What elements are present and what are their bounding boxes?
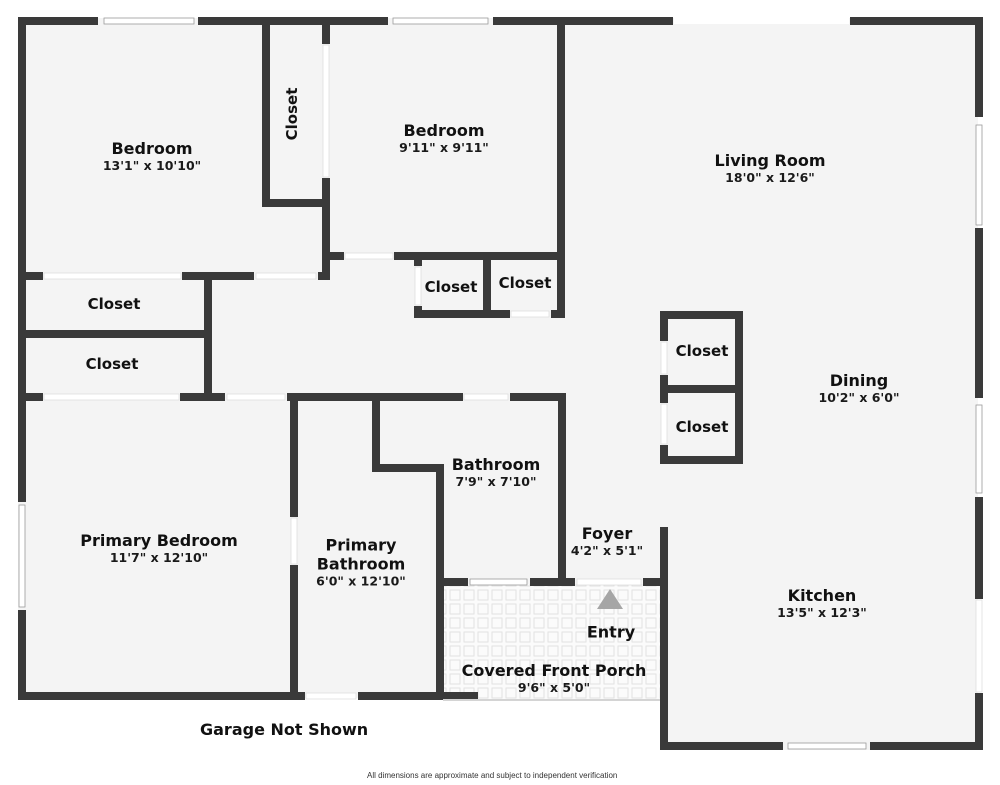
walls	[18, 17, 983, 750]
closet-bedroom-1: Closet	[283, 88, 301, 141]
closet-name: Closet	[283, 87, 301, 141]
entry-name: Entry	[586, 622, 636, 642]
room-name: Kitchen	[787, 585, 857, 605]
room-bedroom-2: Bedroom 9'11" x 9'11"	[399, 121, 489, 155]
closet-name: Closet	[675, 342, 729, 360]
room-name: Dining	[829, 370, 889, 390]
closet-hall-lower: Closet	[86, 355, 139, 373]
room-dimensions: 18'0" x 12'6"	[725, 170, 815, 186]
room-dimensions: 7'9" x 7'10"	[455, 474, 537, 490]
room-foyer: Foyer 4'2" x 5'1"	[571, 524, 643, 558]
room-dimensions: 10'2" x 6'0"	[818, 390, 900, 406]
closet-name: Closet	[424, 278, 478, 296]
closet-hall-mid-right: Closet	[499, 274, 552, 292]
room-name: Living Room	[714, 150, 826, 170]
windows	[18, 17, 983, 750]
entry-arrow-icon	[597, 589, 623, 609]
room-name: Bathroom	[451, 454, 541, 474]
porch-floor	[443, 584, 660, 699]
room-primary-bedroom: Primary Bedroom 11'7" x 12'10"	[80, 531, 238, 565]
room-dimensions: 4'2" x 5'1"	[570, 543, 644, 559]
closet-name: Closet	[87, 295, 141, 313]
closet-name: Closet	[85, 355, 139, 373]
room-kitchen: Kitchen 13'5" x 12'3"	[777, 586, 867, 620]
room-dimensions: 11'7" x 12'10"	[109, 550, 209, 566]
closet-hall-mid-left: Closet	[425, 278, 478, 296]
room-name: Covered Front Porch	[461, 660, 647, 680]
closet-dining-upper: Closet	[676, 342, 729, 360]
room-primary-bathroom: Primary Bathroom 6'0" x 12'10"	[316, 535, 406, 588]
room-name: Primary Bedroom	[80, 530, 238, 550]
closet-name: Closet	[498, 274, 552, 292]
room-bedroom-1: Bedroom 13'1" x 10'10"	[103, 139, 201, 173]
room-name-line2: Bathroom	[316, 554, 406, 574]
room-name-line1: Primary	[325, 535, 397, 555]
room-dimensions: 9'6" x 5'0"	[517, 680, 591, 696]
room-dining: Dining 10'2" x 6'0"	[819, 371, 900, 405]
room-dimensions: 13'5" x 12'3"	[777, 605, 867, 621]
closet-dining-lower: Closet	[676, 418, 729, 436]
room-name: Bedroom	[403, 120, 485, 140]
room-dimensions: 9'11" x 9'11"	[399, 140, 489, 156]
room-name: Bedroom	[111, 138, 193, 158]
door-openings	[43, 18, 983, 700]
room-dimensions: 13'1" x 10'10"	[102, 158, 202, 174]
closet-hall-upper: Closet	[88, 295, 141, 313]
room-dimensions: 6'0" x 12'10"	[316, 573, 406, 589]
entry-label: Entry	[587, 622, 635, 641]
room-bathroom: Bathroom 7'9" x 7'10"	[452, 455, 541, 489]
room-name: Foyer	[581, 523, 633, 543]
closet-name: Closet	[675, 418, 729, 436]
garage-note: Garage Not Shown	[200, 720, 369, 739]
room-porch: Covered Front Porch 9'6" x 5'0"	[462, 661, 647, 695]
disclaimer: All dimensions are approximate and subje…	[367, 771, 618, 780]
room-living-room: Living Room 18'0" x 12'6"	[715, 151, 826, 185]
